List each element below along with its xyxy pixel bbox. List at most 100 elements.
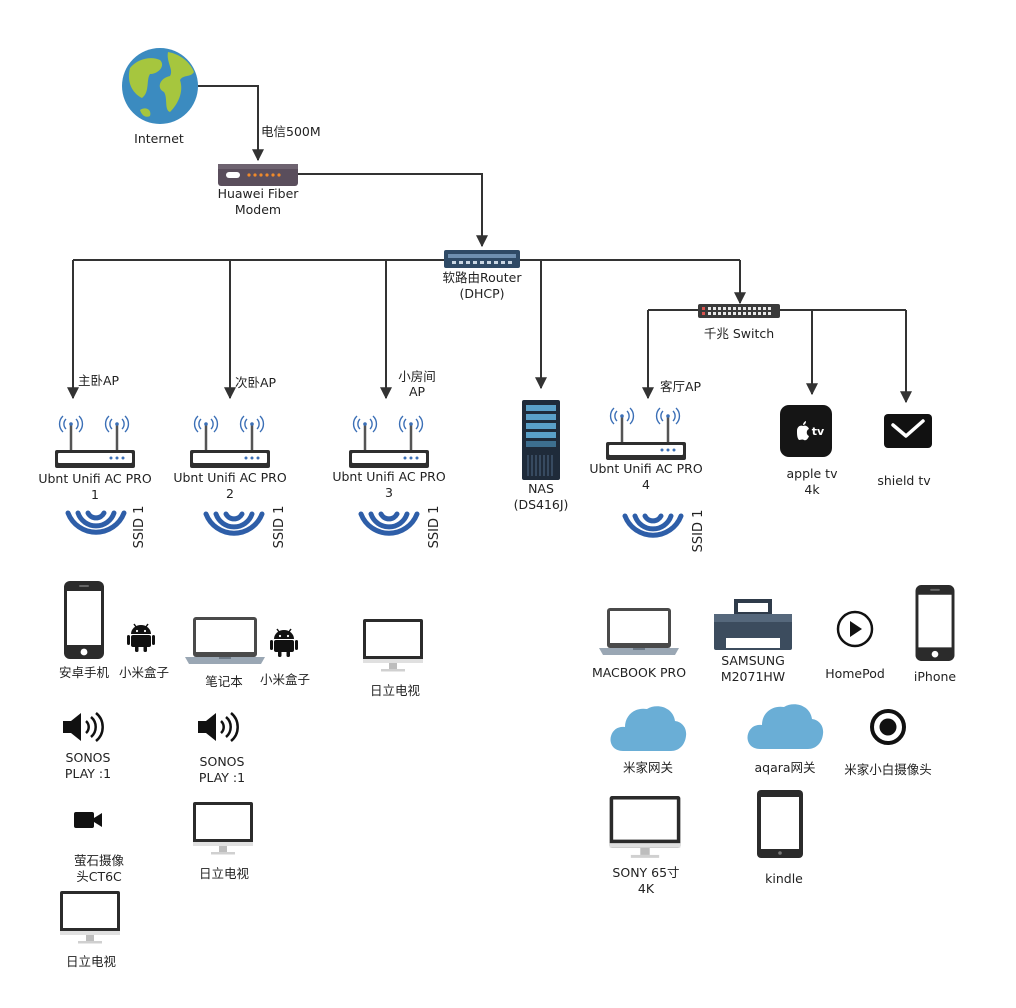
speaker-icon bbox=[196, 711, 239, 743]
record-circle-icon bbox=[870, 709, 906, 745]
router-icon bbox=[444, 250, 520, 268]
iphone-device[interactable]: iPhone bbox=[914, 585, 957, 684]
apple-tv-label-line1: apple tv bbox=[787, 466, 839, 481]
printer-device[interactable]: SAMSUNG M2071HW bbox=[714, 599, 792, 684]
switch-label: 千兆 Switch bbox=[704, 326, 774, 341]
modem-label-line2: Modem bbox=[235, 202, 281, 217]
sony-tv-device[interactable]: SONY 65寸 4K bbox=[609, 796, 681, 896]
switch-node[interactable]: 千兆 Switch bbox=[698, 304, 780, 341]
video-camera-icon bbox=[74, 812, 102, 828]
ap3-router-icon bbox=[347, 414, 431, 470]
ap2-sonos-label-line1: SONOS bbox=[200, 754, 245, 769]
ap1-sonos-label-line2: PLAY :1 bbox=[65, 766, 111, 781]
ap1-mibox-device[interactable]: 小米盒子 bbox=[119, 623, 169, 680]
ap4-node[interactable]: 客厅AP Ubnt Unifi AC PRO 4 SSID 1 bbox=[589, 379, 706, 552]
ap3-location-label-line2: AP bbox=[409, 384, 426, 399]
monitor-icon bbox=[60, 891, 120, 944]
ezviz-camera-label-line2: 头CT6C bbox=[76, 869, 122, 884]
nas-node[interactable]: NAS (DS416J) bbox=[514, 400, 569, 512]
ap3-location-label-line1: 小房间 bbox=[398, 369, 436, 384]
android-icon bbox=[126, 623, 156, 653]
ap4-ssid-label: SSID 1 bbox=[691, 510, 706, 553]
monitor-icon bbox=[609, 796, 681, 858]
ap3-tv-label: 日立电视 bbox=[370, 683, 421, 698]
ap3-label-line2: 3 bbox=[385, 485, 393, 500]
android-phone-device[interactable]: 安卓手机 bbox=[59, 581, 110, 680]
ap1-node[interactable]: 主卧AP Ubnt Unifi AC PRO 1 SSID 1 bbox=[38, 373, 152, 548]
cloud-icon bbox=[610, 706, 687, 751]
sony-tv-label-line1: SONY 65寸 bbox=[612, 865, 679, 880]
ap1-router-icon bbox=[53, 414, 137, 470]
ezviz-camera-label-line1: 萤石摄像 bbox=[74, 853, 125, 868]
ap1-wifi-icon bbox=[68, 513, 124, 532]
ap1-sonos-device[interactable]: SONOS PLAY :1 bbox=[61, 711, 111, 781]
mi-camera-device[interactable]: 米家小白摄像头 bbox=[844, 709, 932, 777]
ap1-tv-device[interactable]: 日立电视 bbox=[60, 891, 120, 969]
ap2-label-line2: 2 bbox=[226, 486, 234, 501]
ap2-devices: 笔记本 小米盒子 SONOS PLAY :1 日立电视 bbox=[185, 617, 310, 881]
ap3-node[interactable]: 小房间 AP Ubnt Unifi AC PRO 3 SSID 1 bbox=[332, 369, 446, 548]
ap2-ssid-label: SSID 1 bbox=[272, 506, 287, 549]
shield-tv-icon bbox=[884, 414, 932, 448]
printer-label-line2: M2071HW bbox=[721, 669, 785, 684]
ap1-label-line2: 1 bbox=[91, 487, 99, 502]
aqara-gateway-device[interactable]: aqara网关 bbox=[747, 704, 824, 775]
modem-node[interactable]: Huawei Fiber Modem bbox=[218, 164, 300, 217]
shield-tv-node[interactable]: shield tv bbox=[877, 414, 932, 488]
android-phone-label: 安卓手机 bbox=[59, 665, 110, 680]
ap3-tv-device[interactable]: 日立电视 bbox=[363, 619, 423, 698]
edge-modem-router bbox=[298, 173, 488, 248]
ap4-label-line1: Ubnt Unifi AC PRO bbox=[589, 461, 703, 476]
ap3-ssid-label: SSID 1 bbox=[427, 506, 442, 549]
edge-label-isp: 电信500M bbox=[261, 124, 321, 139]
sony-tv-label-line2: 4K bbox=[638, 881, 655, 896]
svg-text:tv: tv bbox=[812, 425, 825, 438]
ap3-devices: 日立电视 bbox=[363, 619, 423, 698]
play-circle-icon bbox=[836, 610, 874, 648]
ap2-node[interactable]: 次卧AP Ubnt Unifi AC PRO 2 SSID 1 bbox=[173, 375, 287, 548]
apple-tv-icon: tv bbox=[780, 405, 832, 457]
ap2-tv-device[interactable]: 日立电视 bbox=[193, 802, 253, 881]
ap2-router-icon bbox=[188, 414, 272, 470]
ap1-location-label: 主卧AP bbox=[78, 373, 120, 388]
switch-icon bbox=[698, 304, 780, 318]
globe-icon bbox=[122, 48, 198, 124]
smartphone-icon bbox=[915, 585, 955, 661]
mi-camera-label: 米家小白摄像头 bbox=[844, 762, 932, 777]
apple-tv-label-line2: 4k bbox=[804, 482, 820, 497]
ap2-wifi-icon bbox=[206, 514, 262, 533]
modem-label-line1: Huawei Fiber bbox=[218, 186, 300, 201]
kindle-device[interactable]: kindle bbox=[757, 790, 803, 886]
ap1-ssid-label: SSID 1 bbox=[132, 506, 147, 549]
ap3-label-line1: Ubnt Unifi AC PRO bbox=[332, 469, 446, 484]
laptop-device[interactable]: 笔记本 bbox=[185, 617, 265, 689]
printer-icon bbox=[714, 599, 792, 650]
ap2-mibox-device[interactable]: 小米盒子 bbox=[260, 628, 310, 687]
macbook-device[interactable]: MACBOOK PRO bbox=[592, 608, 686, 680]
macbook-label: MACBOOK PRO bbox=[592, 665, 686, 680]
router-node[interactable]: 软路由Router (DHCP) bbox=[443, 250, 523, 301]
printer-label-line1: SAMSUNG bbox=[721, 653, 785, 668]
mi-gateway-device[interactable]: 米家网关 bbox=[610, 706, 687, 775]
ap2-sonos-device[interactable]: SONOS PLAY :1 bbox=[196, 711, 245, 785]
ap4-wifi-icon bbox=[625, 516, 681, 535]
internet-label: Internet bbox=[134, 131, 184, 146]
ap4-label-line2: 4 bbox=[642, 477, 650, 492]
modem-icon bbox=[218, 164, 298, 186]
ap2-mibox-label: 小米盒子 bbox=[260, 672, 310, 687]
ap3-wifi-icon bbox=[361, 514, 417, 533]
ap1-label-line1: Ubnt Unifi AC PRO bbox=[38, 471, 152, 486]
apple-tv-node[interactable]: tv apple tv 4k bbox=[780, 405, 838, 497]
internet-node[interactable]: Internet bbox=[122, 48, 198, 146]
iphone-label: iPhone bbox=[914, 669, 957, 684]
ap2-sonos-label-line2: PLAY :1 bbox=[199, 770, 245, 785]
tablet-icon bbox=[757, 790, 803, 858]
laptop-label: 笔记本 bbox=[205, 674, 243, 689]
speaker-icon bbox=[61, 711, 104, 743]
ap1-tv-label: 日立电视 bbox=[66, 954, 117, 969]
homepod-device[interactable]: HomePod bbox=[825, 610, 885, 681]
laptop-icon bbox=[185, 617, 265, 664]
mi-gateway-label: 米家网关 bbox=[623, 760, 673, 775]
ezviz-camera-device[interactable]: 萤石摄像 头CT6C bbox=[74, 812, 125, 884]
edges: 电信500M bbox=[67, 85, 912, 404]
